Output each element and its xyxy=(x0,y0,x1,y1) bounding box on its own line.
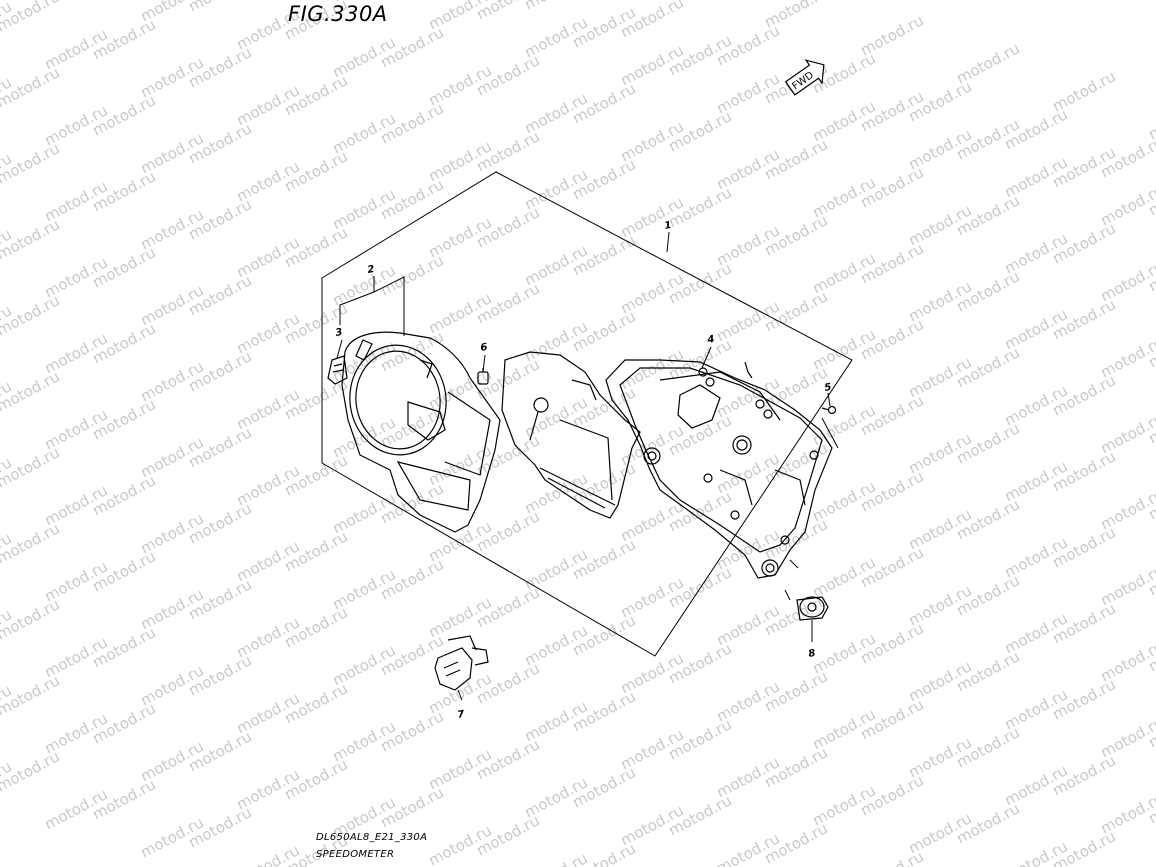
watermark-text: motod.ru xyxy=(857,847,926,867)
figure-title: FIG.330A xyxy=(288,2,388,26)
forward-arrow-icon xyxy=(784,59,825,96)
assembly-boundary xyxy=(321,171,853,657)
cushion-part[interactable] xyxy=(796,596,829,621)
display-panel-part xyxy=(501,351,641,519)
watermark-text: motod.ru xyxy=(521,0,590,14)
rear-case-part[interactable] xyxy=(605,359,833,579)
callout-number-8: 8 xyxy=(808,648,817,660)
leader-lines xyxy=(336,231,839,701)
callout-number-1: 1 xyxy=(664,220,673,232)
callout-number-2: 2 xyxy=(367,264,376,276)
watermark-text: motod.ru xyxy=(521,849,590,867)
screw-part[interactable] xyxy=(821,405,837,415)
callout-number-3: 3 xyxy=(335,327,344,339)
callout-number-7: 7 xyxy=(457,709,466,721)
model-code: DL650AL8_E21_330A xyxy=(316,832,428,843)
connector-part[interactable] xyxy=(434,635,489,691)
button-part[interactable] xyxy=(327,355,348,385)
callout-number-4: 4 xyxy=(706,334,716,346)
callout-number-5: 5 xyxy=(824,382,833,394)
callout-number-6: 6 xyxy=(480,342,489,354)
watermark-text: motod.ru xyxy=(1145,855,1156,867)
front-cover-part[interactable] xyxy=(341,331,501,533)
section-name: SPEEDOMETER xyxy=(316,849,395,860)
watermark-text: motod.ru xyxy=(185,0,254,16)
